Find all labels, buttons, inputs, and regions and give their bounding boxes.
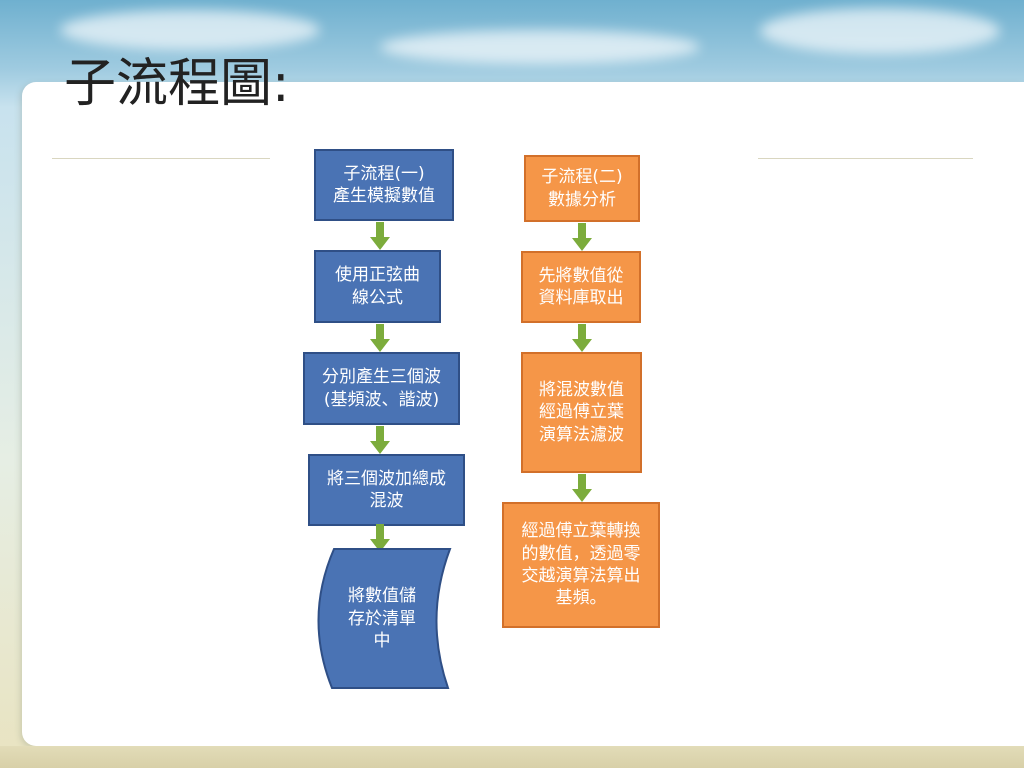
left-step-5: 將數值儲 存於清單 中 — [348, 586, 416, 652]
storage-shape — [317, 548, 452, 689]
arrow-down-icon — [370, 324, 390, 352]
bottom-band — [0, 746, 1024, 768]
divider-right — [758, 158, 973, 159]
right-step-3: 將混波數值 經過傅立葉 演算法濾波 — [521, 352, 642, 473]
arrow-down-icon — [370, 426, 390, 454]
slide-title: 子流程圖: — [64, 54, 290, 114]
right-step-1: 子流程(二) 數據分析 — [524, 155, 640, 222]
cloud — [60, 10, 320, 50]
left-step-3: 分別產生三個波 (基頻波、諧波) — [303, 352, 460, 425]
left-step-1: 子流程(一) 產生模擬數值 — [314, 149, 454, 221]
divider-left — [52, 158, 270, 159]
left-step-4: 將三個波加總成 混波 — [308, 454, 465, 526]
cloud — [380, 30, 700, 64]
arrow-down-icon — [370, 524, 390, 552]
cloud — [760, 8, 1000, 54]
arrow-down-icon — [572, 324, 592, 352]
right-step-2: 先將數值從 資料庫取出 — [521, 251, 641, 323]
left-step-2: 使用正弦曲 線公式 — [314, 250, 441, 323]
right-step-4: 經過傅立葉轉換 的數值，透過零 交越演算法算出 基頻。 — [502, 502, 660, 628]
arrow-down-icon — [572, 223, 592, 251]
arrow-down-icon — [370, 222, 390, 250]
arrow-down-icon — [572, 474, 592, 502]
